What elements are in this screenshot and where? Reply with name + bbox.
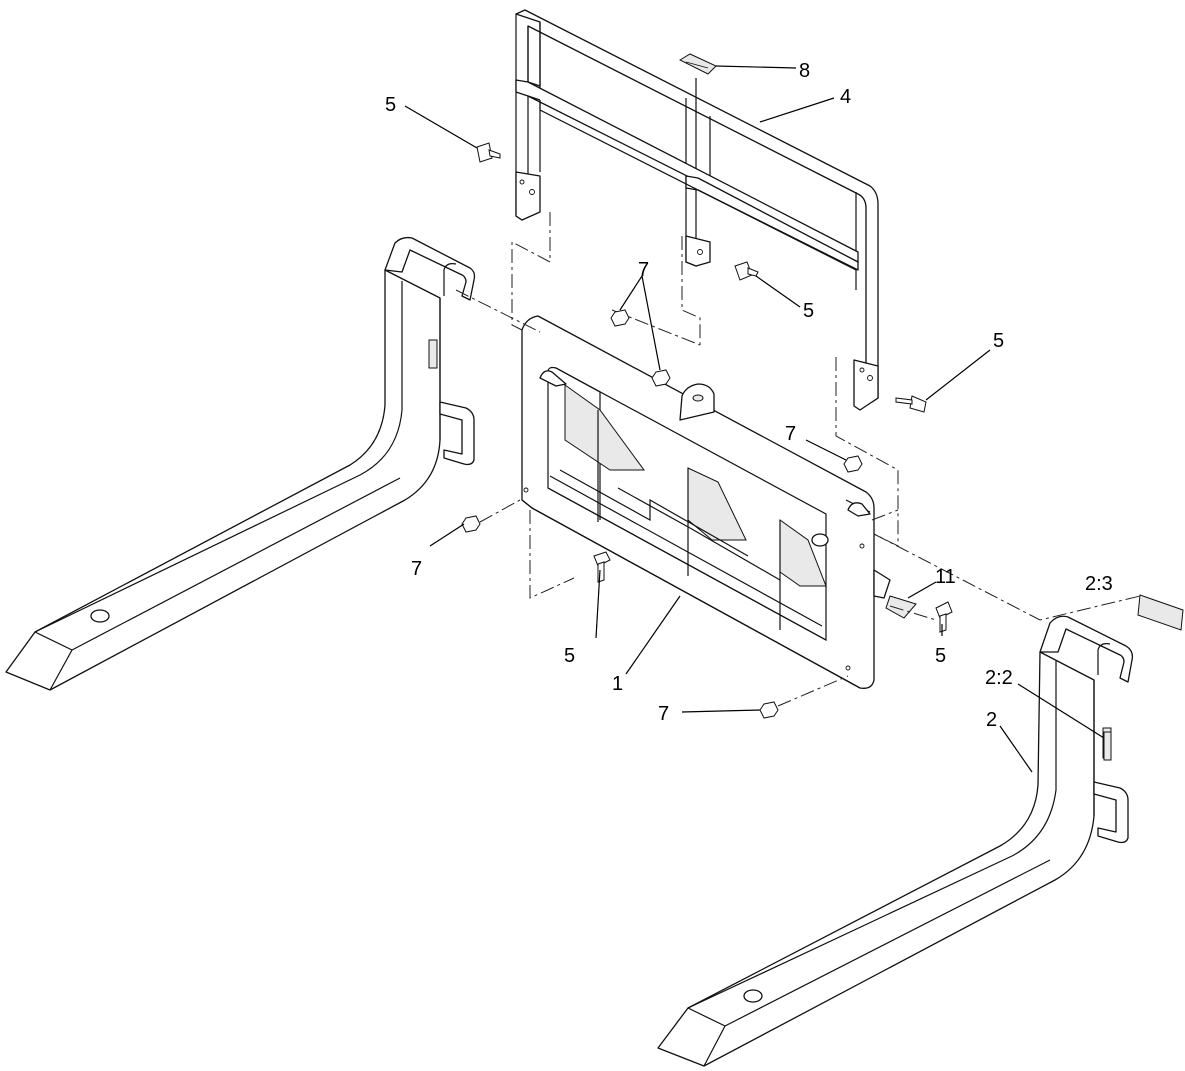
nut-7-b: [843, 455, 863, 473]
decal-8: [678, 53, 717, 75]
callout-8: 8: [799, 60, 810, 82]
leader-lines: [404, 65, 1105, 773]
left-fork: [5, 236, 476, 691]
bolt-5-a: [476, 142, 501, 163]
callout-4: 4: [840, 86, 851, 108]
callout-2: 2: [986, 709, 997, 731]
callouts: 5 5 5 5 5 7 7 7 7 8 4 1 11 2:2 2 2:3: [385, 60, 1113, 731]
hardware: [461, 142, 953, 719]
assembly-lines: [455, 212, 1141, 707]
bolt-5-c: [895, 395, 927, 413]
callout-5-b: 5: [803, 300, 814, 322]
guard-frame: [515, 9, 879, 411]
bolt-5-e: [935, 601, 953, 633]
decal-2-2: [1103, 731, 1112, 761]
callout-7-d: 7: [658, 703, 669, 725]
latch: [873, 569, 891, 599]
right-fork: [657, 594, 1184, 1067]
callout-5-d: 5: [564, 645, 575, 667]
callout-7-a: 7: [638, 259, 649, 281]
callout-1: 1: [612, 673, 623, 695]
bolt-5-d: [593, 551, 611, 583]
callout-11: 11: [935, 566, 956, 588]
carriage: [521, 315, 917, 689]
callout-2-3: 2:3: [1085, 573, 1113, 595]
callout-5-c: 5: [993, 330, 1004, 352]
callout-2-2: 2:2: [985, 667, 1013, 689]
nut-7-a: [610, 309, 671, 387]
callout-7-c: 7: [411, 558, 422, 580]
bolt-5-b: [734, 261, 759, 281]
nut-7-d: [759, 701, 779, 719]
callout-5-a: 5: [385, 94, 396, 116]
callout-5-e: 5: [935, 645, 946, 667]
decal-2-3: [1137, 594, 1184, 631]
callout-7-b: 7: [785, 423, 796, 445]
nut-7-c: [461, 515, 481, 533]
